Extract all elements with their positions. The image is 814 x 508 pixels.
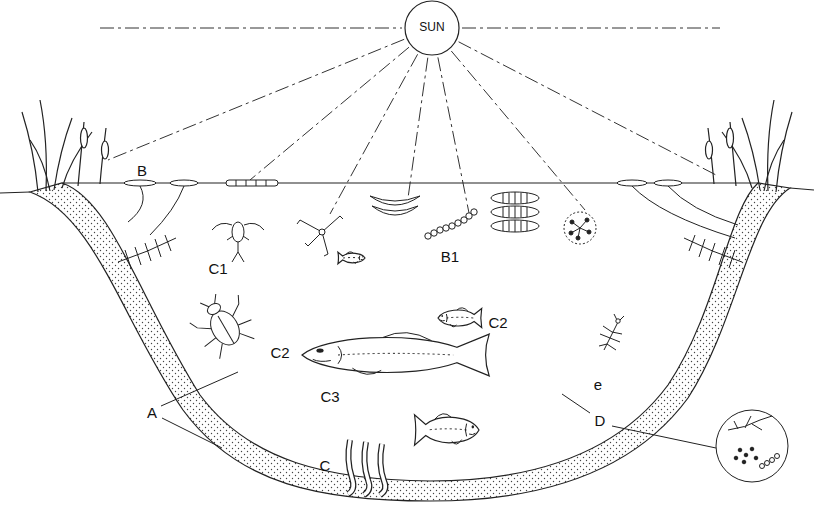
callout-letter: C xyxy=(320,458,331,473)
sun-outline xyxy=(405,1,459,55)
callout-letter: C2 xyxy=(270,345,289,360)
callout-letter: e xyxy=(594,377,602,392)
callout-letter: B1 xyxy=(441,249,459,264)
callout-letter: C3 xyxy=(320,389,339,404)
node-text: SUN xyxy=(419,21,444,34)
callout-letter: A xyxy=(147,405,157,420)
callout-letter: B xyxy=(137,163,147,178)
callout-letter: D xyxy=(595,413,606,428)
sun-circle: SUN xyxy=(404,0,460,56)
callout-letter: C1 xyxy=(208,261,227,276)
callout-letter: C2 xyxy=(488,315,507,330)
